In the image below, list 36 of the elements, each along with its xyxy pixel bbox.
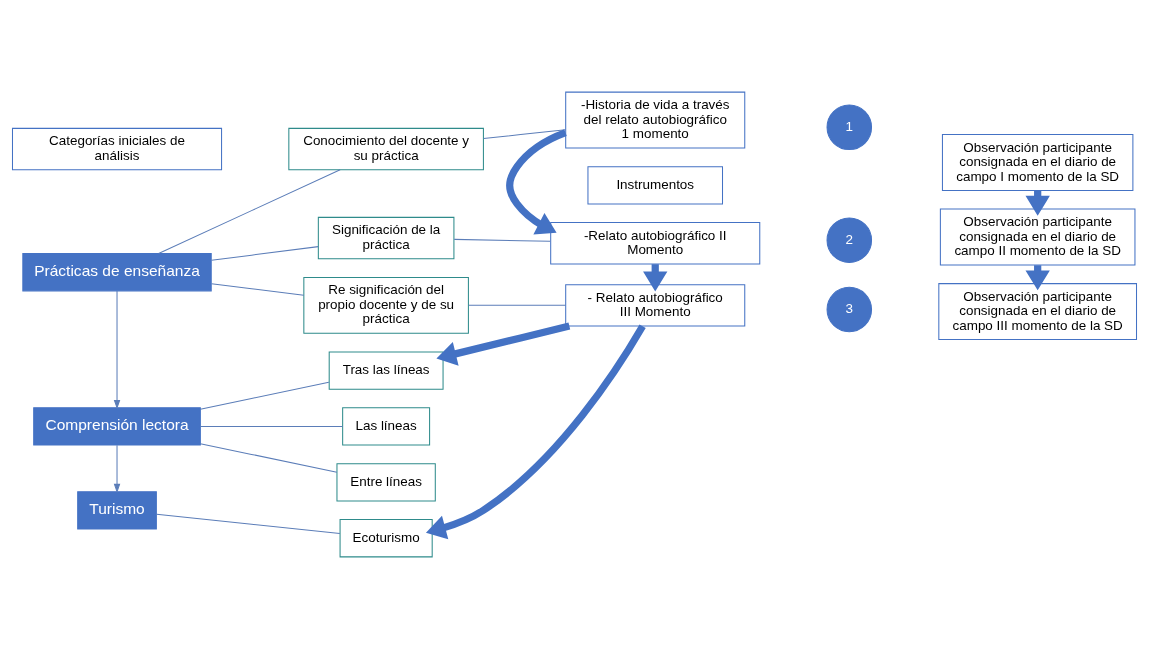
node-box: Categorías iniciales de análisis bbox=[11, 127, 223, 170]
connector bbox=[483, 128, 566, 139]
node-box: Re significación del propio docente y de su práctica bbox=[303, 276, 469, 334]
node-box: Observación participante consignada en el diario de campo I momento de la SD bbox=[941, 133, 1134, 191]
node-box: Instrumentos bbox=[587, 165, 724, 204]
node-box: Conocimiento del docente y su práctica bbox=[288, 127, 484, 170]
node-circle: 2 bbox=[826, 216, 873, 263]
connector bbox=[199, 425, 344, 427]
node-circle: 1 bbox=[826, 104, 873, 150]
node-box: Significación de la práctica bbox=[317, 216, 455, 259]
arrow bbox=[113, 444, 121, 493]
node-box: - Relato autobiográfico III Momento bbox=[565, 283, 746, 327]
node-box: Las líneas bbox=[342, 406, 431, 446]
node-box: Entre líneas bbox=[336, 462, 436, 501]
connector bbox=[210, 245, 319, 261]
arrow bbox=[506, 128, 567, 235]
connector bbox=[156, 513, 341, 534]
connector bbox=[210, 282, 305, 296]
node-box: -Relato autobiográfico II Momento bbox=[550, 221, 761, 264]
node-box: -Historia de vida a través del relato autobiográfico 1 momento bbox=[565, 91, 746, 149]
node-circle: 3 bbox=[826, 286, 873, 332]
node-box: Observación participante consignada en el diario de campo II momento de la SD bbox=[939, 208, 1136, 265]
connector bbox=[453, 238, 551, 242]
arrow bbox=[436, 322, 571, 366]
connector bbox=[199, 381, 330, 410]
node-box: Observación participante consignada en el diario de campo III momento de la SD bbox=[938, 282, 1138, 340]
connector bbox=[199, 442, 338, 473]
node-box: Turismo bbox=[77, 490, 157, 529]
node-box: Prácticas de enseñanza bbox=[22, 252, 212, 291]
connector bbox=[468, 304, 567, 306]
node-box: Ecoturismo bbox=[339, 518, 433, 557]
arrow bbox=[113, 290, 121, 409]
connector bbox=[158, 168, 341, 254]
node-box: Tras las líneas bbox=[328, 350, 444, 390]
node-box: Comprensión lectora bbox=[33, 406, 201, 446]
arrow bbox=[425, 323, 646, 539]
